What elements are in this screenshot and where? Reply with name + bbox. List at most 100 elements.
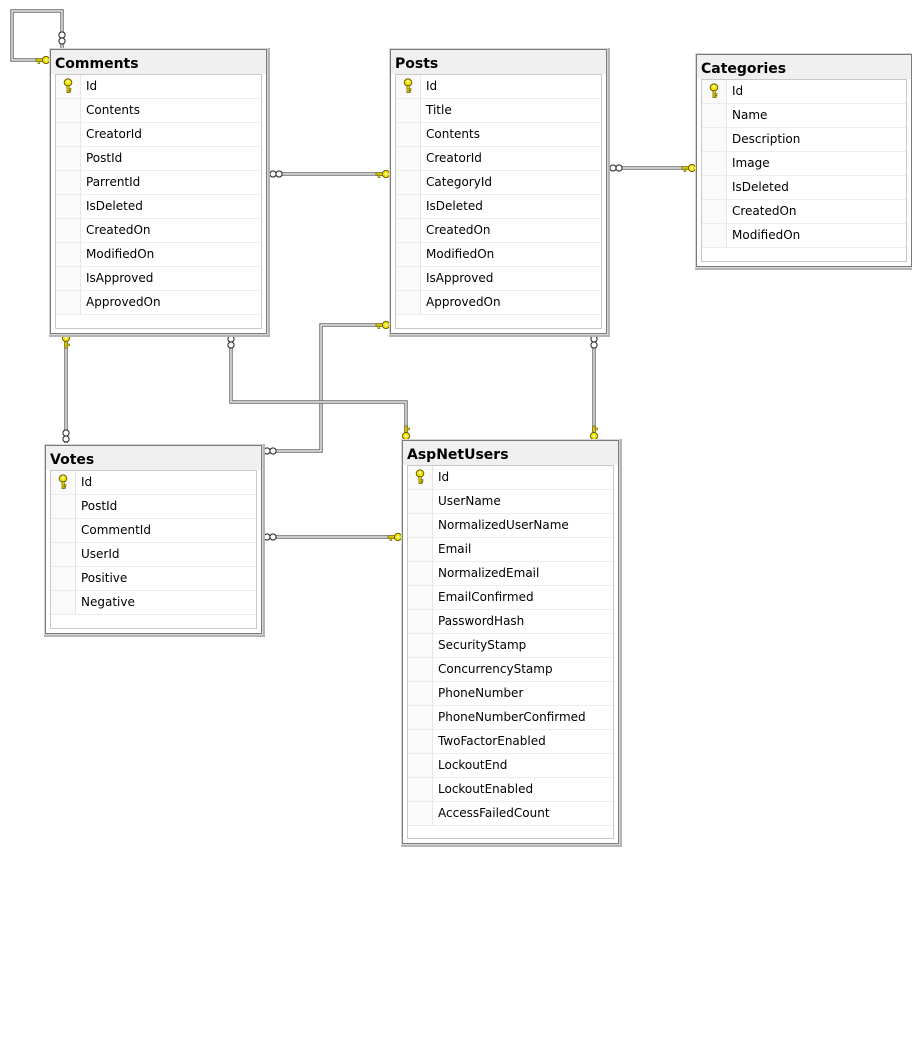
column-row[interactable]: TwoFactorEnabled [408, 730, 613, 754]
column-row[interactable]: EmailConfirmed [408, 586, 613, 610]
many-end-icon [609, 164, 623, 172]
column-name: PostId [81, 499, 118, 513]
column-name: UserName [438, 494, 501, 508]
column-row[interactable]: CreatedOn [56, 219, 261, 243]
relationship-line [229, 334, 408, 438]
row-selector [702, 104, 727, 127]
column-name: Id [426, 79, 438, 93]
column-name: Id [438, 470, 450, 484]
column-name: Id [732, 84, 744, 98]
row-selector [396, 267, 421, 290]
column-row[interactable]: PhoneNumberConfirmed [408, 706, 613, 730]
column-row[interactable]: ApprovedOn [56, 291, 261, 315]
column-name: Name [732, 108, 768, 122]
column-row[interactable]: IsApproved [396, 267, 601, 291]
column-row[interactable]: ParrentId [56, 171, 261, 195]
column-row[interactable]: CreatedOn [702, 200, 906, 224]
column-row[interactable]: Image [702, 152, 906, 176]
column-row[interactable]: Title [396, 99, 601, 123]
column-name: CategoryId [426, 175, 492, 189]
column-name: PhoneNumber [438, 686, 524, 700]
column-row[interactable]: SecurityStamp [408, 634, 613, 658]
column-row[interactable]: Positive [51, 567, 256, 591]
column-row[interactable]: Id [396, 75, 601, 99]
column-row[interactable]: AccessFailedCount [408, 802, 613, 826]
column-row[interactable]: PhoneNumber [408, 682, 613, 706]
column-name: SecurityStamp [438, 638, 527, 652]
column-row[interactable]: Id [56, 75, 261, 99]
column-row[interactable]: Name [702, 104, 906, 128]
row-selector [408, 610, 433, 633]
column-row[interactable]: CreatorId [56, 123, 261, 147]
table-title: Categories [697, 55, 911, 79]
table-title: Votes [46, 446, 261, 470]
one-end-key-icon [375, 169, 391, 179]
many-end-icon [263, 533, 277, 541]
column-row[interactable]: LockoutEnabled [408, 778, 613, 802]
column-row[interactable]: IsDeleted [396, 195, 601, 219]
column-row[interactable]: Id [408, 466, 613, 490]
column-name: ModifiedOn [86, 247, 155, 261]
column-row[interactable]: ConcurrencyStamp [408, 658, 613, 682]
many-end-icon [62, 429, 70, 443]
column-name: Id [86, 79, 98, 93]
one-end-key-icon [375, 320, 391, 330]
column-row[interactable]: Id [702, 80, 906, 104]
column-row[interactable]: PasswordHash [408, 610, 613, 634]
column-row[interactable]: UserId [51, 543, 256, 567]
column-row[interactable]: Negative [51, 591, 256, 615]
row-selector [396, 195, 421, 218]
table-title: AspNetUsers [403, 441, 618, 465]
column-row[interactable]: LockoutEnd [408, 754, 613, 778]
row-selector [702, 200, 727, 223]
table-title: Comments [51, 50, 266, 74]
row-selector [56, 267, 81, 290]
row-selector [408, 802, 433, 825]
column-name: CreatedOn [86, 223, 151, 237]
row-selector [396, 291, 421, 314]
column-row[interactable]: ModifiedOn [396, 243, 601, 267]
column-row[interactable]: PostId [56, 147, 261, 171]
row-selector [408, 730, 433, 753]
column-name: Email [438, 542, 472, 556]
column-row[interactable]: Description [702, 128, 906, 152]
column-row[interactable]: NormalizedEmail [408, 562, 613, 586]
column-row[interactable]: Contents [56, 99, 261, 123]
row-selector [702, 152, 727, 175]
row-selector [51, 519, 76, 542]
column-name: IsDeleted [732, 180, 789, 194]
column-name: NormalizedEmail [438, 566, 540, 580]
column-row[interactable]: Id [51, 471, 256, 495]
column-row[interactable]: ModifiedOn [56, 243, 261, 267]
column-name: IsDeleted [426, 199, 483, 213]
column-row[interactable]: Email [408, 538, 613, 562]
many-end-icon [269, 170, 283, 178]
column-row[interactable]: IsDeleted [702, 176, 906, 200]
column-name: ApprovedOn [426, 295, 501, 309]
column-row[interactable]: CategoryId [396, 171, 601, 195]
column-row[interactable]: NormalizedUserName [408, 514, 613, 538]
column-row[interactable]: CreatedOn [396, 219, 601, 243]
column-row[interactable]: ModifiedOn [702, 224, 906, 248]
primary-key-icon [709, 83, 719, 98]
column-row[interactable]: CommentId [51, 519, 256, 543]
column-row[interactable]: CreatorId [396, 147, 601, 171]
column-row[interactable]: IsApproved [56, 267, 261, 291]
one-end-key-icon [681, 163, 697, 173]
column-row[interactable]: Contents [396, 123, 601, 147]
column-row[interactable]: UserName [408, 490, 613, 514]
row-selector [396, 123, 421, 146]
column-row[interactable]: IsDeleted [56, 195, 261, 219]
column-row[interactable]: PostId [51, 495, 256, 519]
column-row[interactable]: ApprovedOn [396, 291, 601, 315]
many-end-icon [227, 335, 235, 349]
row-selector [56, 243, 81, 266]
